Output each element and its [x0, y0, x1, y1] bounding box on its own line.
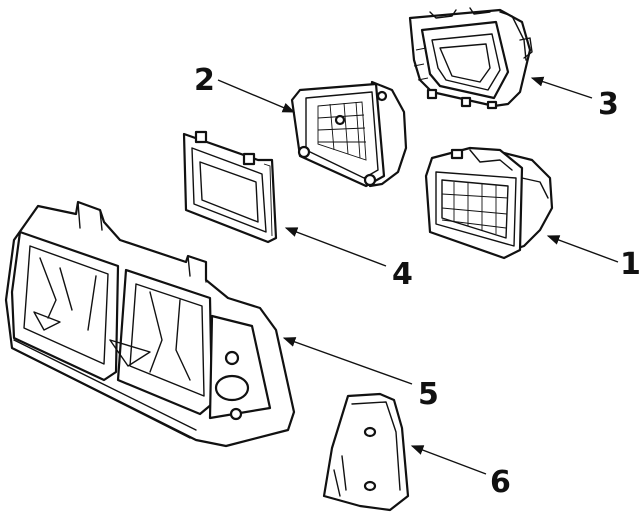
callout-3: 3: [598, 87, 619, 122]
headlamp-housing: [408, 7, 533, 110]
sealed-beam-lamp: [290, 80, 408, 188]
side-marker-lens: [322, 392, 410, 512]
leader-4: [284, 227, 387, 267]
headlamp-mounting-panel: [4, 200, 296, 448]
callout-6: 6: [490, 465, 511, 500]
leader-3: [530, 76, 593, 99]
callout-5: 5: [418, 377, 439, 412]
leader-2: [217, 79, 296, 113]
leader-lines: [217, 76, 619, 475]
leader-1: [546, 235, 619, 263]
headlamp-bezel-lens: [182, 130, 278, 244]
leader-5: [282, 337, 413, 385]
callout-labels: 1 2 3 4 5 6: [194, 63, 640, 500]
callout-1: 1: [620, 247, 640, 282]
callout-2: 2: [194, 63, 215, 98]
headlamp-capsule-right: [424, 146, 554, 260]
callout-4: 4: [392, 257, 413, 292]
leader-6: [410, 445, 487, 475]
